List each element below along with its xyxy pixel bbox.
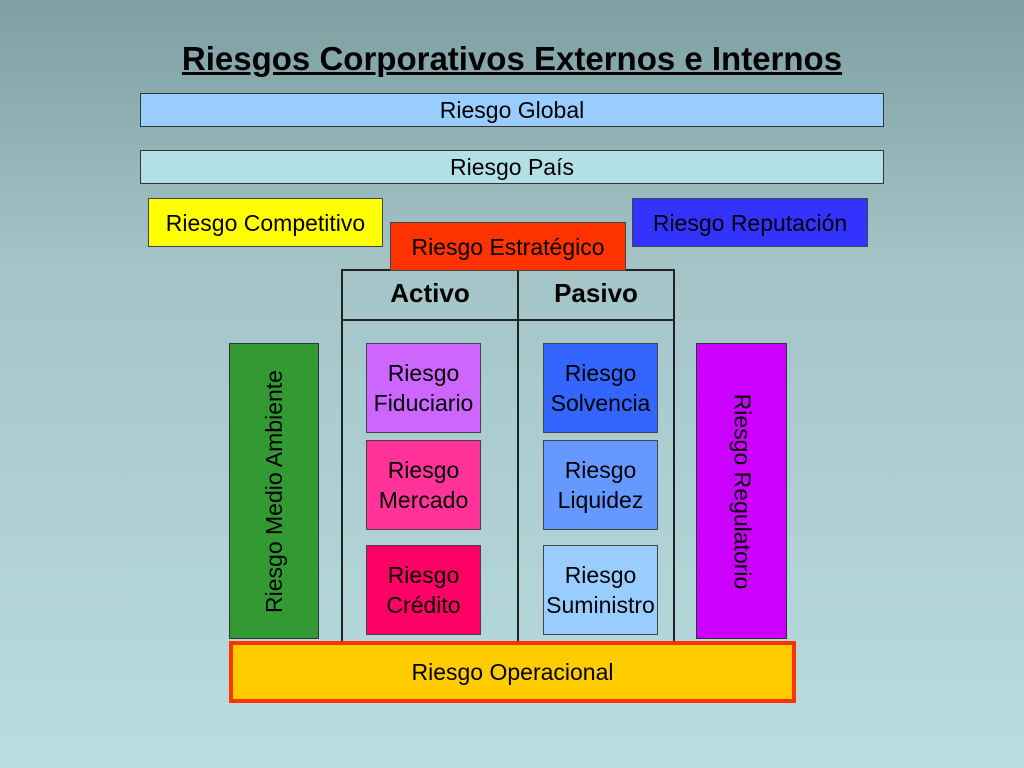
riesgo-liquidez-line1: Riesgo [564, 457, 637, 483]
riesgo-competitivo-label: Riesgo Competitivo [165, 209, 366, 236]
table-column-divider [517, 269, 519, 649]
riesgo-estrategico-label: Riesgo Estratégico [411, 233, 605, 260]
riesgo-suministro-line2: Suministro [546, 592, 655, 618]
riesgo-medio-ambiente-label: Riesgo Medio Ambiente [260, 369, 287, 613]
riesgo-suministro-line1: Riesgo [564, 562, 637, 588]
riesgo-global-bar: Riesgo Global [140, 93, 884, 127]
riesgo-regulatorio-box: Riesgo Regulatorio [696, 343, 787, 639]
riesgo-mercado-line1: Riesgo [387, 457, 460, 483]
table-header-divider [341, 319, 675, 321]
riesgo-solvencia-line1: Riesgo [564, 360, 637, 386]
riesgo-suministro-box: Riesgo Suministro [543, 545, 658, 635]
riesgo-reputacion-label: Riesgo Reputación [652, 209, 848, 236]
riesgo-fiduciario-box: Riesgo Fiduciario [366, 343, 481, 433]
riesgo-pais-label: Riesgo País [449, 153, 574, 180]
col-header-activo: Activo [390, 278, 470, 308]
riesgo-fiduciario-line1: Riesgo [387, 360, 460, 386]
riesgo-operacional-box: Riesgo Operacional [229, 641, 796, 703]
riesgo-liquidez-line2: Liquidez [557, 487, 644, 513]
riesgo-credito-box: Riesgo Crédito [366, 545, 481, 635]
riesgo-regulatorio-label: Riesgo Regulatorio [729, 393, 755, 589]
riesgo-medio-ambiente-box: Riesgo Medio Ambiente [229, 343, 319, 639]
riesgo-solvencia-box: Riesgo Solvencia [543, 343, 658, 433]
riesgo-liquidez-box: Riesgo Liquidez [543, 440, 658, 530]
riesgo-mercado-line2: Mercado [378, 487, 469, 513]
riesgo-fiduciario-line2: Fiduciario [373, 390, 474, 416]
page-title: Riesgos Corporativos Externos e Internos [181, 40, 843, 77]
riesgo-credito-line1: Riesgo [387, 562, 460, 588]
riesgo-competitivo-box: Riesgo Competitivo [148, 198, 383, 247]
riesgo-global-label: Riesgo Global [439, 96, 585, 123]
riesgo-estrategico-box: Riesgo Estratégico [390, 222, 626, 271]
col-header-pasivo: Pasivo [554, 278, 638, 308]
riesgo-operacional-label: Riesgo Operacional [411, 659, 614, 685]
riesgo-solvencia-line2: Solvencia [550, 390, 651, 416]
riesgo-pais-bar: Riesgo País [140, 150, 884, 184]
riesgo-credito-line2: Crédito [386, 592, 461, 618]
riesgo-mercado-box: Riesgo Mercado [366, 440, 481, 530]
riesgo-reputacion-box: Riesgo Reputación [632, 198, 868, 247]
